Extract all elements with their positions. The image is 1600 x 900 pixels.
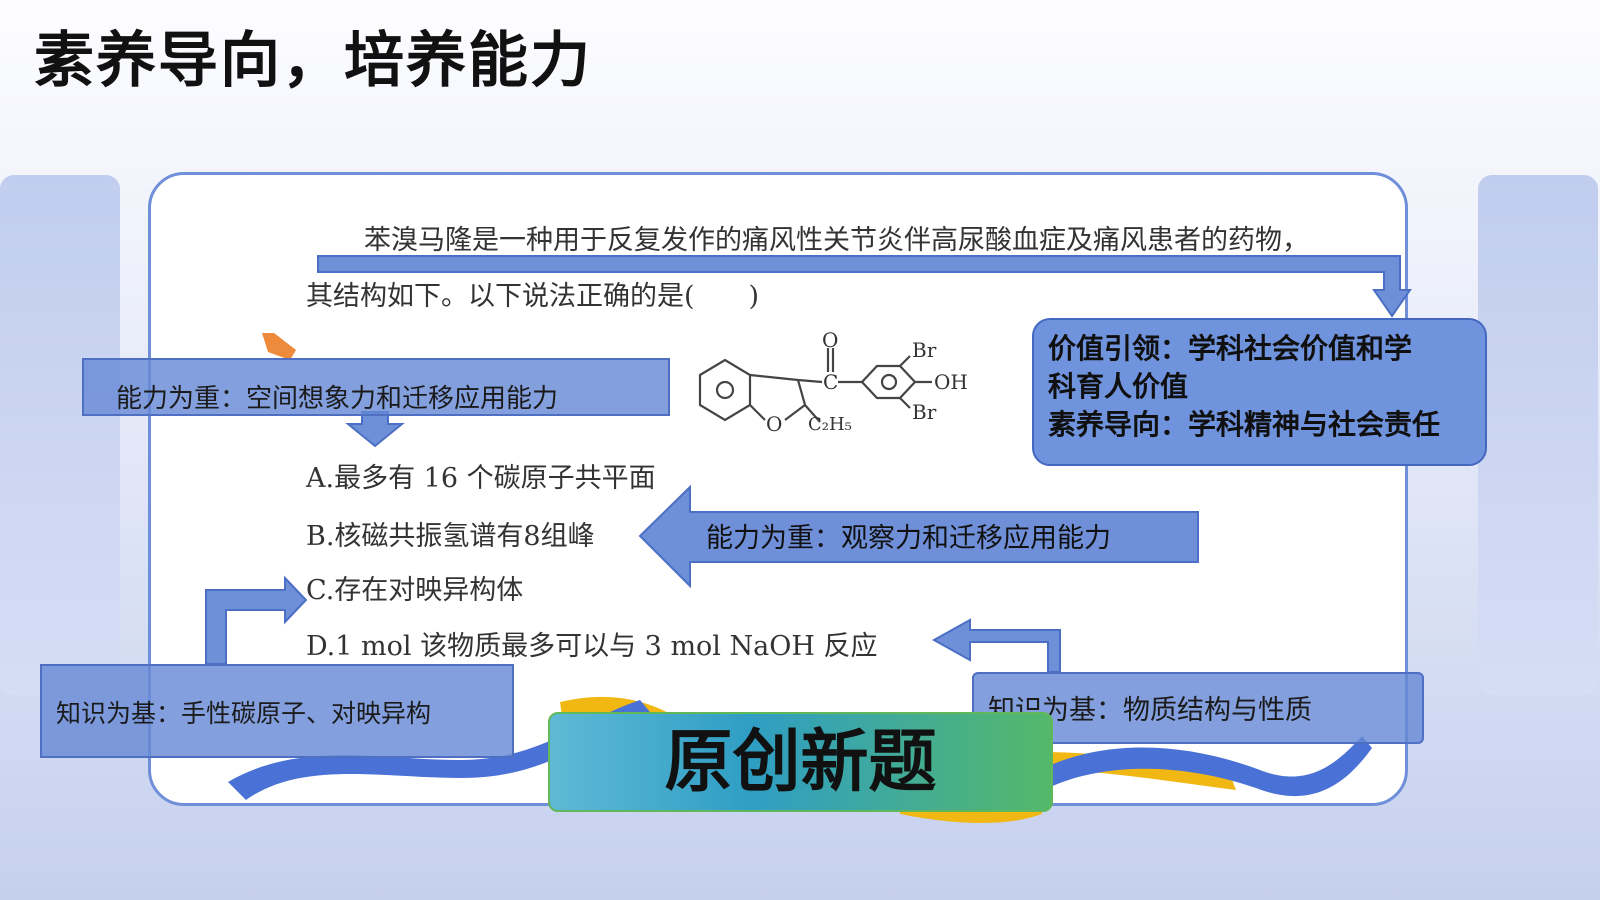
value-guidance-box: 价值引领：学科社会价值和学 科育人价值 素养导向：学科精神与社会责任 bbox=[1032, 318, 1487, 466]
label-knowledge-chiral: 知识为基：手性碳原子、对映异构 bbox=[40, 664, 514, 758]
value-line-1: 价值引领：学科社会价值和学 bbox=[1048, 332, 1413, 365]
left-arrow-icon bbox=[638, 484, 1199, 589]
bent-arrow-to-c-icon bbox=[205, 575, 308, 665]
blue-ribbon-right bbox=[1040, 736, 1372, 797]
structure-c: C bbox=[823, 370, 839, 394]
option-a: A.最多有 16 个碳原子共平面 bbox=[306, 463, 656, 494]
question-stem-line2: 其结构如下。以下说法正确的是( ) bbox=[306, 281, 760, 312]
structure-br-top: Br bbox=[912, 338, 937, 362]
stem-to-value-arrow bbox=[317, 255, 1412, 318]
orange-accent-shape bbox=[262, 333, 296, 360]
label-ability-observe: 能力为重：观察力和迁移应用能力 bbox=[706, 523, 1111, 554]
down-arrow-icon bbox=[345, 411, 405, 448]
bent-arrow-to-d-icon bbox=[931, 618, 1061, 673]
structure-o-top: O bbox=[822, 328, 839, 352]
option-d: D.1 mol 该物质最多可以与 3 mol NaOH 反应 bbox=[306, 631, 878, 662]
structure-br-bottom: Br bbox=[912, 400, 937, 424]
question-stem-line1: 苯溴马隆是一种用于反复发作的痛风性关节炎伴高尿酸血症及痛风患者的药物， bbox=[364, 225, 1309, 256]
original-question-badge: 原创新题 bbox=[548, 712, 1053, 812]
benzbromarone-structure bbox=[698, 348, 932, 423]
structure-ring-o: O bbox=[766, 412, 783, 436]
option-c: C.存在对映异构体 bbox=[306, 575, 524, 606]
value-line-2: 科育人价值 bbox=[1048, 370, 1189, 403]
structure-oh: OH bbox=[934, 370, 968, 394]
yellow-ribbon-left bbox=[560, 696, 680, 736]
label-ability-spatial: 能力为重：空间想象力和迁移应用能力 bbox=[82, 358, 670, 416]
right-side-panel bbox=[1478, 175, 1598, 695]
option-b: B.核磁共振氢谱有8组峰 bbox=[306, 521, 595, 552]
slide-title: 素养导向，培养能力 bbox=[34, 26, 592, 96]
structure-ethyl: C₂H₅ bbox=[808, 414, 852, 435]
left-side-panel bbox=[0, 175, 120, 695]
value-line-3: 素养导向：学科精神与社会责任 bbox=[1048, 408, 1441, 441]
